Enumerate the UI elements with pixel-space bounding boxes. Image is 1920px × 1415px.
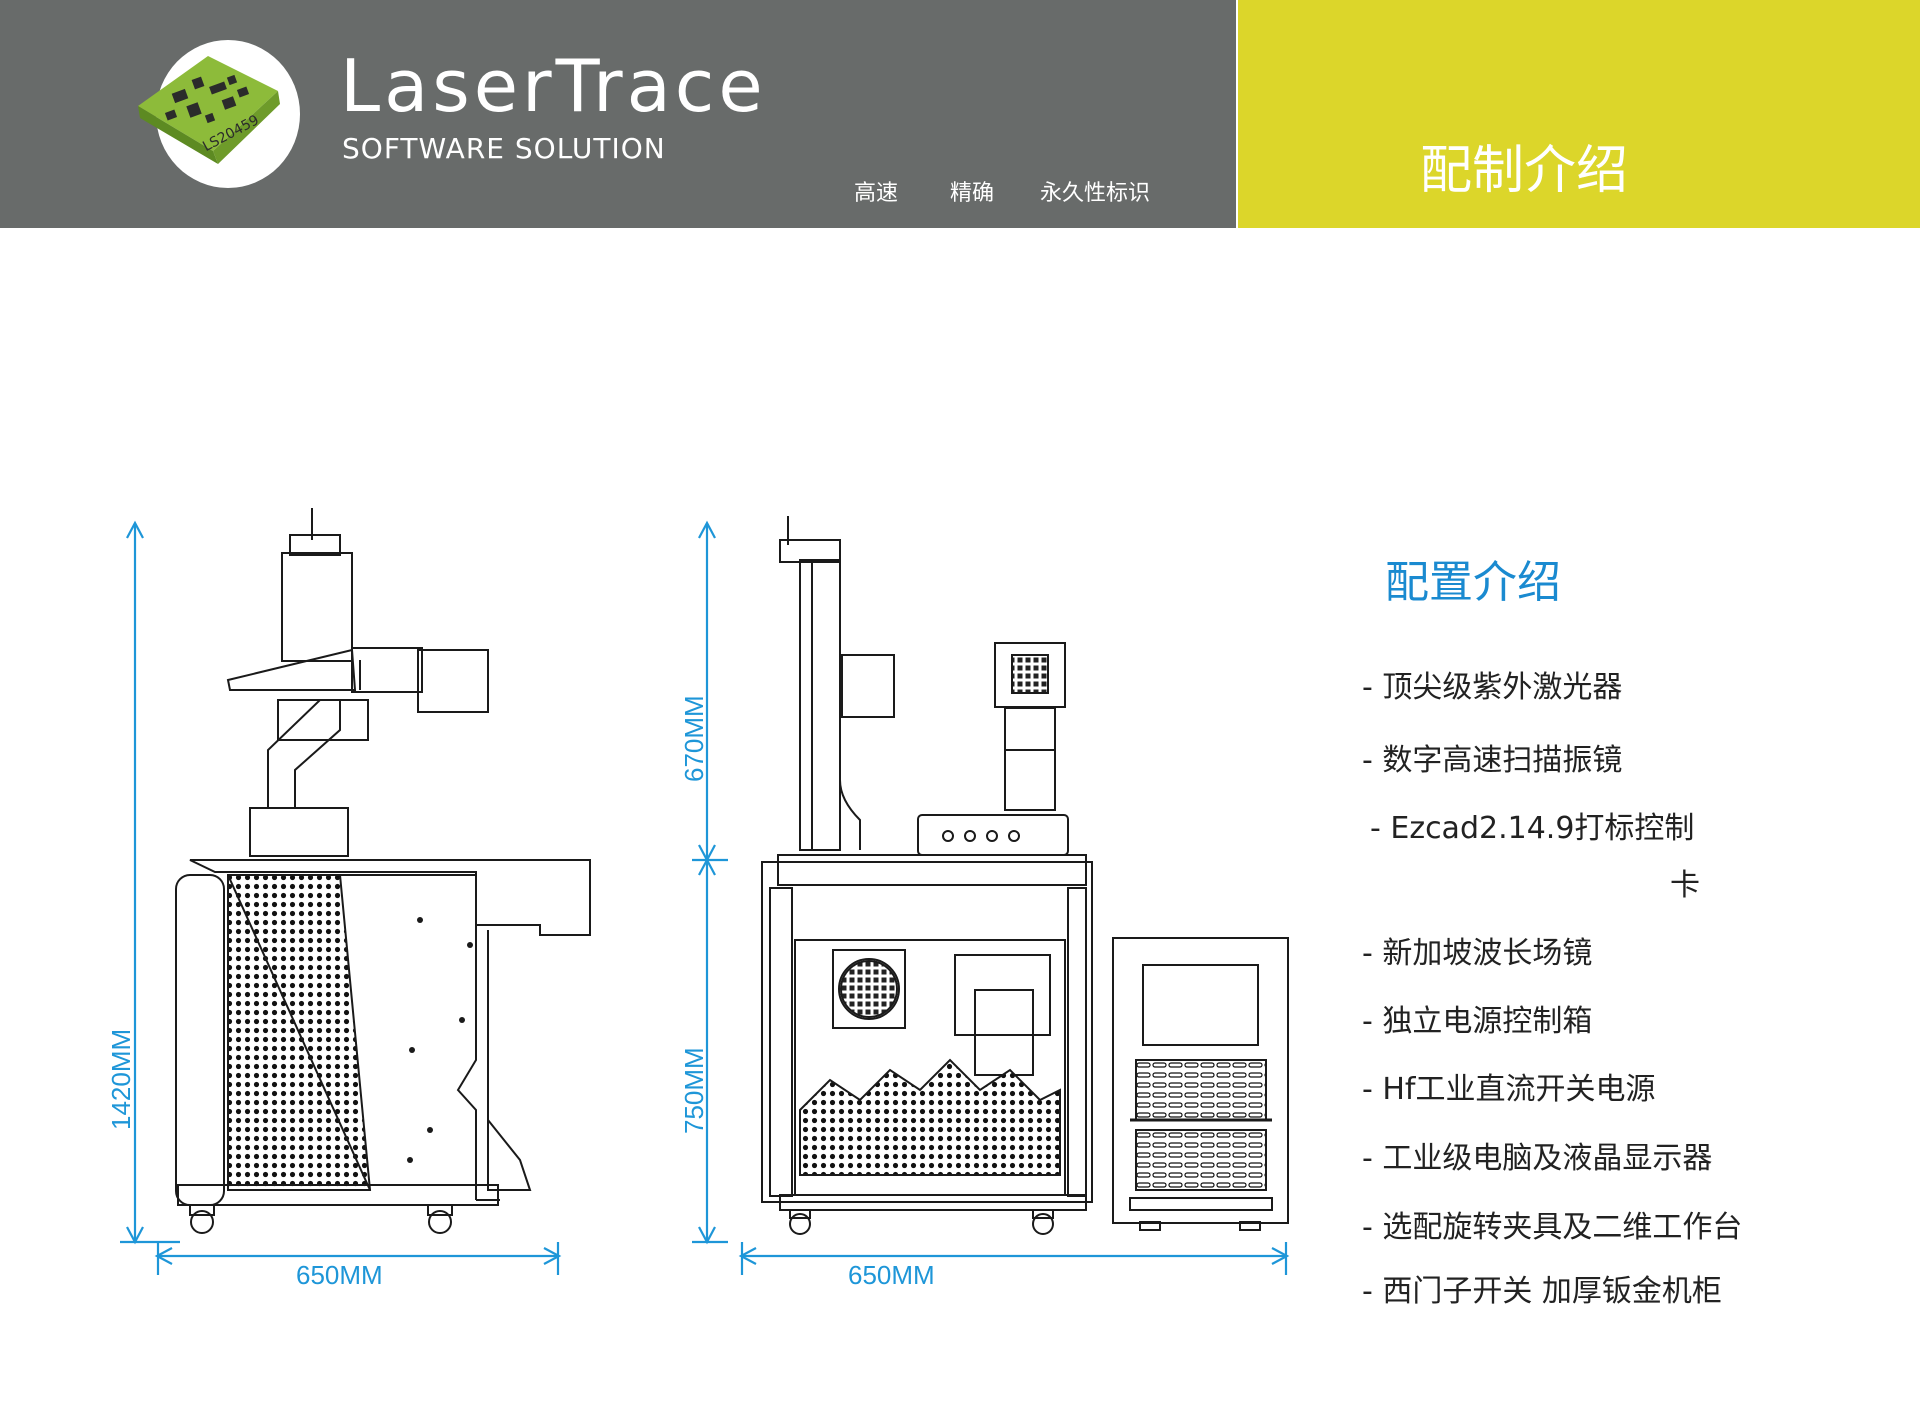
front-upper-height-label: 670MM (679, 695, 709, 782)
brand-subtitle: SOFTWARE SOLUTION (342, 132, 666, 165)
config-item: - 顶尖级紫外激光器 (1362, 670, 1623, 705)
tagline-precision: 精确 (950, 181, 995, 206)
config-item: - 选配旋转夹具及二维工作台 (1362, 1210, 1743, 1245)
side-view-dimensions (120, 520, 562, 1275)
front-view-dimensions (692, 520, 1290, 1275)
side-height-label: 1420MM (106, 1029, 136, 1130)
front-width-label: 650MM (848, 1260, 935, 1290)
config-item: - 新加坡波长场镜 (1362, 936, 1593, 971)
page-title: 配制介绍 (1420, 141, 1629, 201)
tagline-permanent: 永久性标识 (1040, 181, 1151, 206)
side-view-machine (175, 508, 591, 1234)
front-view-machine (761, 516, 1289, 1235)
header-title-panel (1238, 0, 1920, 228)
config-item: - 工业级电脑及液晶显示器 (1362, 1141, 1713, 1176)
config-item: - 独立电源控制箱 (1362, 1004, 1593, 1039)
brand-name: LaserTrace (340, 44, 767, 128)
side-width-label: 650MM (296, 1260, 383, 1290)
config-item: - Ezcad2.14.9打标控制 (1370, 811, 1695, 846)
tagline-speed: 高速 (854, 181, 899, 206)
logo-badge-icon: LS20459 (138, 40, 300, 188)
config-item: - 数字高速扫描振镜 (1362, 743, 1623, 778)
config-item: - 西门子开关 加厚钣金机柜 (1362, 1274, 1722, 1309)
config-title: 配置介绍 (1385, 557, 1561, 608)
config-item: - Hf工业直流开关电源 (1362, 1072, 1656, 1107)
front-lower-height-label: 750MM (679, 1047, 709, 1134)
config-item: 卡 (1670, 868, 1700, 903)
